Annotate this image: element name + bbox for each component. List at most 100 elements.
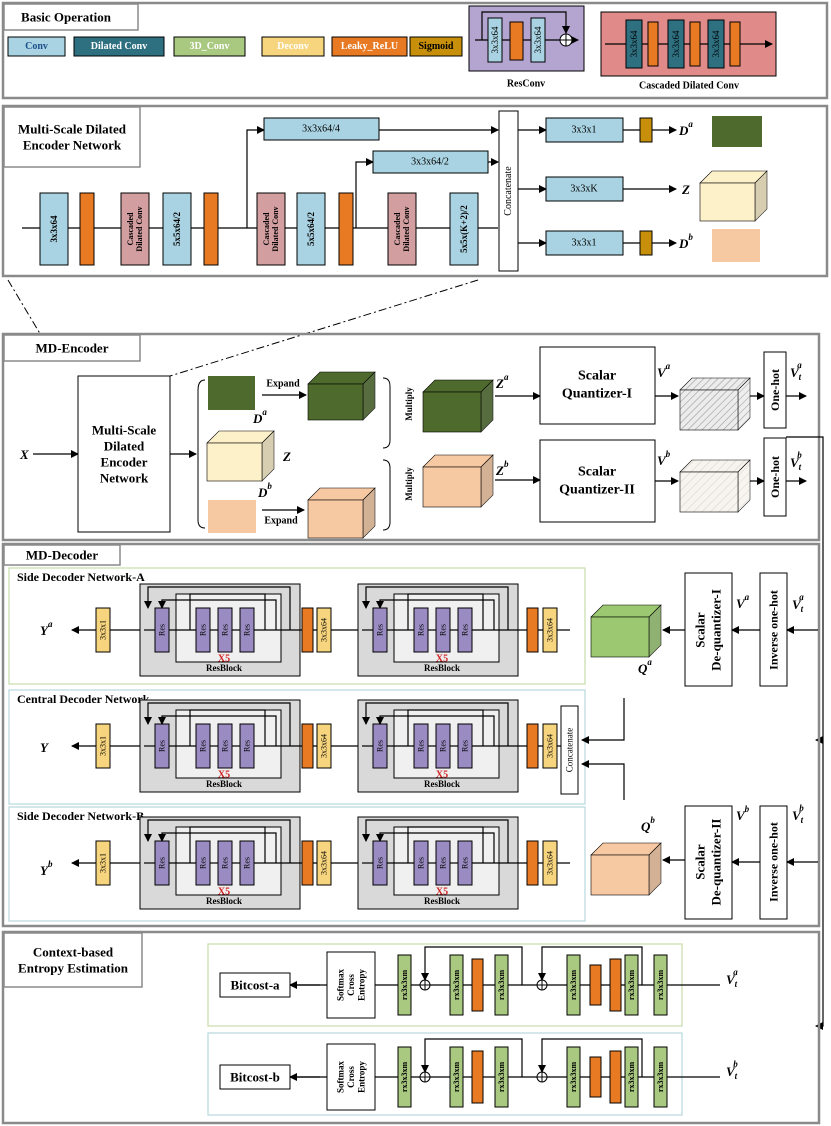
side-decoder-a-deconv-2-label: 3x3x64	[546, 618, 555, 642]
dec-qa-cube-shade	[649, 605, 661, 657]
enc-db-cube-shade	[363, 488, 375, 538]
entropy-row-a-conv3d-5	[624, 954, 639, 1016]
entropy-row-a-conv3d-2	[566, 954, 581, 1016]
cascaded-dilated-label-0-text: 3x3x64	[629, 30, 639, 58]
symbol-da: Da	[678, 119, 693, 138]
side-decoder-b-deconv-2-label-text: 3x3x64	[546, 851, 555, 875]
enc-multiply-b-text: Multiply	[404, 467, 414, 501]
side-decoder-a-relu-2	[526, 607, 539, 653]
entropy-row-a-conv3d-1	[449, 954, 464, 1016]
side-decoder-b-conv-out-label: 3x3x1	[99, 853, 108, 873]
side-decoder-a-resblock-1-res-label-0-text: Res	[158, 624, 167, 636]
side-decoder-a-resblock-1-skip-outer	[144, 586, 291, 630]
entropy-row-b-relu-2	[589, 1056, 602, 1098]
enc-symbol-da: Da	[252, 407, 267, 426]
central-decoder-resblock-1-res-label-2-text: Res	[221, 740, 230, 752]
side-decoder-b-resblock-1-res-label-0-text: Res	[158, 857, 167, 869]
symbol-zb: Zb	[495, 459, 509, 478]
symbol-yb: Yb	[40, 859, 53, 878]
entropy-row-a-softmax-label-text: SoftmaxCrossEntropy	[336, 969, 367, 1001]
msd-cascaded-2	[256, 192, 286, 266]
central-decoder-resblock-1-res-label-1: Res	[199, 740, 208, 752]
central-decoder-deconv-1-label: 3x3x64	[320, 734, 329, 758]
msd-cascaded-2-label-text: CascadedDilated Conv	[262, 206, 280, 251]
entropy-row-a-relu-2	[589, 964, 602, 1006]
enc-quantizer-2	[539, 439, 656, 523]
dec-inverse-onehot-a-label: Inverse one-hot	[767, 590, 781, 670]
msd-branch-top1	[246, 126, 265, 228]
entropy-row-b-bitcost	[219, 1064, 291, 1090]
side-decoder-b-resblock-2-caption: ResBlock	[424, 896, 460, 906]
dec-qa-cube-front	[590, 616, 650, 658]
msd-conv-3x3x64	[39, 192, 69, 266]
side-decoder-a-resblock-2-res-label-1-text: Res	[417, 624, 426, 636]
entropy-row-b-conv3d-label-5: rx3x3xm	[627, 1062, 636, 1093]
central-decoder-resblock-2-res-label-2-text: Res	[439, 740, 448, 752]
enc-da-cube	[307, 371, 376, 421]
msd-z-cube-front	[699, 182, 756, 222]
legend-label-1: Dilated Conv	[91, 41, 147, 52]
entropy-row-a-conv3d-label-0: rx3x3xm	[400, 970, 409, 1001]
side-decoder-b-deconv-1-label-text: 3x3x64	[320, 851, 329, 875]
central-decoder-conv-out	[95, 723, 111, 769]
cascaded-relu-2	[729, 21, 741, 67]
side-decoder-b-resblock-2-skip-mid	[376, 832, 495, 863]
side-decoder-b-conv-out-label-text: 3x3x1	[99, 853, 108, 873]
side-decoder-b-resblock-2-x5: X5	[436, 887, 448, 898]
dec-dequantizer-2-label: ScalarDe-quantizer-II	[693, 819, 724, 906]
side-decoder-a-resblock-2-res-label-0: Res	[376, 624, 385, 636]
enc-onehot-b-label: One-hot	[768, 456, 782, 498]
entropy-row-b-skip-2	[538, 1038, 643, 1077]
entropy-row-b-conv3d-label-3-text: rx3x3xm	[656, 1062, 665, 1093]
symbol-x: X	[19, 447, 29, 462]
side-decoder-a-deconv-2	[542, 607, 558, 653]
enc-vb-cube	[679, 459, 751, 513]
entropy-row-a-conv3d-label-4-text: rx3x3xm	[497, 970, 506, 1001]
dec-dequantizer-1-label-text: ScalarDe-quantizer-I	[693, 589, 724, 671]
enc-da-cube-front	[307, 383, 364, 421]
side-decoder-a-resblock-2-res-label-3: Res	[461, 624, 470, 636]
msd-concatenate-label: Concatenate	[503, 166, 514, 216]
entropy-row-b-conv3d-3	[653, 1046, 668, 1108]
side-decoder-a-deconv-1-label: 3x3x64	[320, 618, 329, 642]
resconv-conv-1-label: 3x3x64	[490, 26, 500, 54]
side-decoder-b-deconv-2	[542, 840, 558, 886]
entropy-row-b-conv3d-label-0: rx3x3xm	[400, 1062, 409, 1093]
enc-brace-left	[197, 379, 206, 529]
msd-conv-3x3x64-label-text: 3x3x64	[49, 215, 59, 243]
entropy-row-b-conv3d-label-2-text: rx3x3xm	[569, 1062, 578, 1093]
enc-brace-top	[382, 377, 391, 449]
central-decoder-relu-1	[301, 723, 314, 769]
central-decoder-resblock-2-skip-inner	[407, 709, 484, 746]
side-decoder-b-relu-2	[526, 840, 539, 886]
enc-da-cube-shade	[363, 372, 375, 420]
panel-basic-operation	[1, 1, 829, 100]
msd-title-tab	[3, 106, 141, 168]
dec-symbol-vtb: Vtb	[792, 803, 804, 825]
enc-da-map	[208, 376, 255, 410]
entropy-row-a-relu-1	[471, 958, 484, 1012]
entropy-row-a-symbol-vt: Vta	[726, 967, 738, 989]
cascaded-caption: Cascaded Dilated Conv	[639, 81, 739, 92]
msd-conv-5x5-2	[296, 192, 326, 266]
side-decoder-a-resblock-2-skip-inner	[407, 593, 484, 630]
enc-db-map	[208, 500, 256, 533]
side-decoder-b-deconv-1	[316, 840, 332, 886]
resconv-skip	[481, 11, 570, 40]
central-decoder-resblock-2-skip-outer	[362, 702, 509, 746]
entropy-row-a-conv3d-label-5: rx3x3xm	[627, 970, 636, 1001]
central-decoder-resblock-1-res-label-1-text: Res	[199, 740, 208, 752]
central-decoder-resblock-2-res-label-1: Res	[417, 740, 426, 752]
side-decoder-b-resblock-1-skip-outer	[144, 819, 291, 863]
symbol-y: Y	[40, 740, 49, 755]
cascaded-dilated-2	[707, 19, 725, 69]
entropy-row-b-conv3d-5	[624, 1046, 639, 1108]
side-decoder-a-resblock-1-res-label-2: Res	[221, 624, 230, 636]
cascaded-dilated-0	[625, 19, 643, 69]
dec-symbol-vta: Vta	[792, 592, 804, 614]
side-decoder-a-resblock-2-res-label-1: Res	[417, 624, 426, 636]
central-decoder-deconv-2-label-text: 3x3x64	[546, 734, 555, 758]
